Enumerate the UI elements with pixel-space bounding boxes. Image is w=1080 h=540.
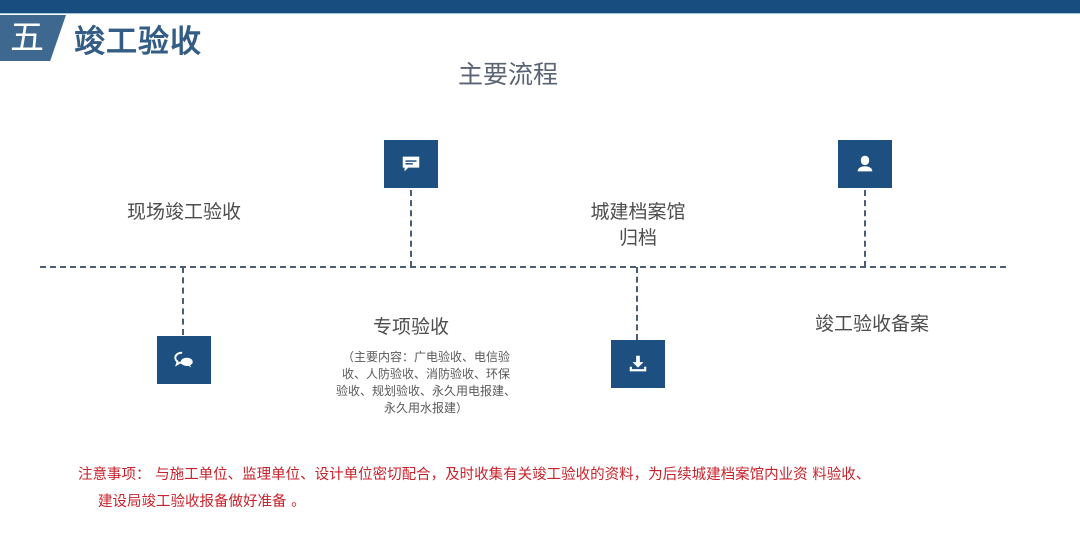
step2-label: 专项验收 xyxy=(372,316,449,338)
step2-icon-box xyxy=(384,140,438,188)
download-icon xyxy=(629,355,647,372)
step3-icon-box xyxy=(611,340,665,388)
connector-step4 xyxy=(864,190,866,267)
step4-icon-box xyxy=(838,140,892,188)
notice-line1: 注意事项： 与施工单位、监理单位、设计单位密切配合，及时收集有关竣工验收的资料，… xyxy=(78,467,871,483)
step1-label: 现场竣工验收 xyxy=(126,201,241,223)
step2-note: （主要内容：广电验收、电信验 收、人防验收、消防验收、环保 验收、规划验收、永久… xyxy=(335,350,516,415)
connector-step2 xyxy=(410,190,412,267)
section-number: 五 xyxy=(10,18,44,58)
top-banner-bar xyxy=(0,0,1080,14)
step3-label-line1: 城建档案馆 xyxy=(590,201,686,223)
user-icon xyxy=(857,155,873,172)
step3-label: 城建档案馆 归档 xyxy=(558,199,718,251)
connector-step1 xyxy=(182,267,184,335)
flow-title: 主要流程 xyxy=(457,60,558,89)
timeline-dashed-line xyxy=(40,266,1006,268)
section-title: 竣工验收 xyxy=(74,24,202,60)
step4-label: 竣工验收备案 xyxy=(814,313,929,335)
step3-label-line2: 归档 xyxy=(618,227,657,249)
notice-line2: 建设局竣工验收报备做好准备 。 xyxy=(98,494,306,510)
step1-icon-box xyxy=(157,336,211,384)
connector-step3 xyxy=(636,267,638,340)
message-icon xyxy=(402,156,420,172)
chat-bubbles-icon xyxy=(174,351,193,368)
notice-text: 注意事项： 与施工单位、监理单位、设计单位密切配合，及时收集有关竣工验收的资料，… xyxy=(78,462,978,516)
